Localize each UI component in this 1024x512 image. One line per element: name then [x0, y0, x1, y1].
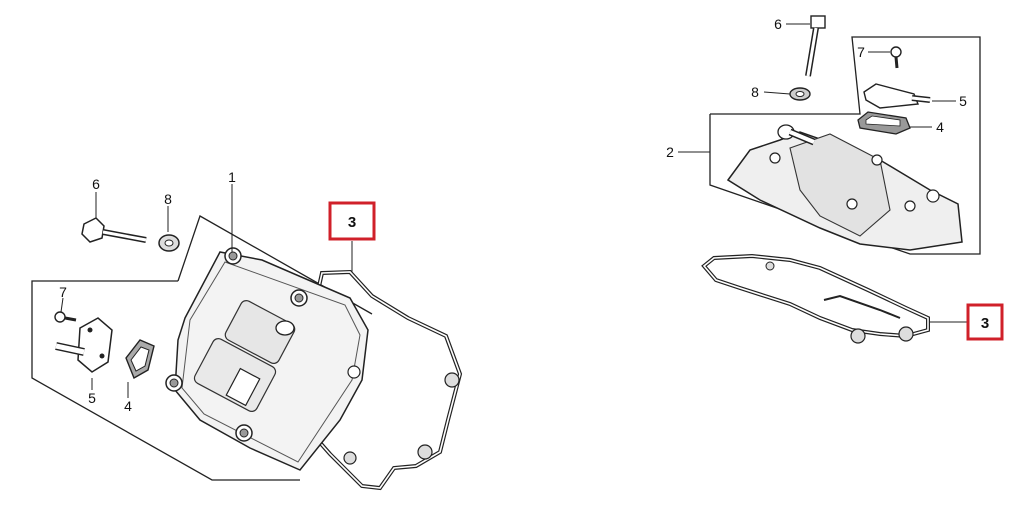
left-assembly-outline: [31, 280, 300, 481]
left-callout-small-bolt: 7: [59, 284, 67, 300]
right-callout-seal: 4: [936, 119, 944, 135]
right-gasket: [701, 253, 930, 344]
left-assembly: 1 6 8 7 5 4 3: [31, 169, 463, 491]
right-breather-plate: [863, 83, 931, 109]
right-callout-gasket: 3: [981, 315, 989, 332]
right-washer: [789, 87, 811, 101]
right-bolt: [805, 15, 826, 77]
right-head-cover: [726, 124, 963, 251]
left-gasket-highlight-box: [328, 201, 376, 241]
left-callout-cover: 1: [228, 169, 236, 185]
left-callout-washer: 8: [164, 191, 172, 207]
left-breather-plate: [55, 317, 113, 373]
right-callout-breather-plate: 5: [959, 93, 967, 109]
left-seal: [125, 339, 155, 380]
left-leader-lines: [60, 184, 353, 398]
left-small-bolt: [54, 311, 77, 323]
right-callout-bolt: 6: [774, 16, 782, 32]
left-head-cover: [165, 247, 369, 471]
right-leader-lines: [678, 23, 968, 323]
left-callout-breather-plate: 5: [88, 390, 96, 406]
right-seal: [857, 111, 911, 135]
left-callouts: 1 6 8 7 5 4 3: [59, 169, 376, 414]
left-callout-gasket: 3: [348, 214, 356, 231]
right-callouts: 6 7 8 5 4 2 3: [666, 16, 1004, 341]
left-callout-bolt: 6: [92, 176, 100, 192]
right-small-bolt: [890, 46, 902, 69]
right-callout-cover: 2: [666, 144, 674, 160]
right-gasket-highlight: 3: [966, 303, 1004, 341]
right-assembly-outline: [709, 36, 981, 255]
left-gasket-highlight: 3: [328, 201, 376, 241]
left-cover-bracket: [177, 215, 373, 315]
left-callout-seal: 4: [124, 398, 132, 414]
right-gasket-highlight-box: [966, 303, 1004, 341]
right-callout-small-bolt: 7: [857, 44, 865, 60]
right-assembly: 6 7 8 5 4 2 3: [666, 15, 1004, 344]
right-callout-washer: 8: [751, 84, 759, 100]
left-bolt: [81, 217, 147, 243]
left-washer: [158, 234, 180, 252]
